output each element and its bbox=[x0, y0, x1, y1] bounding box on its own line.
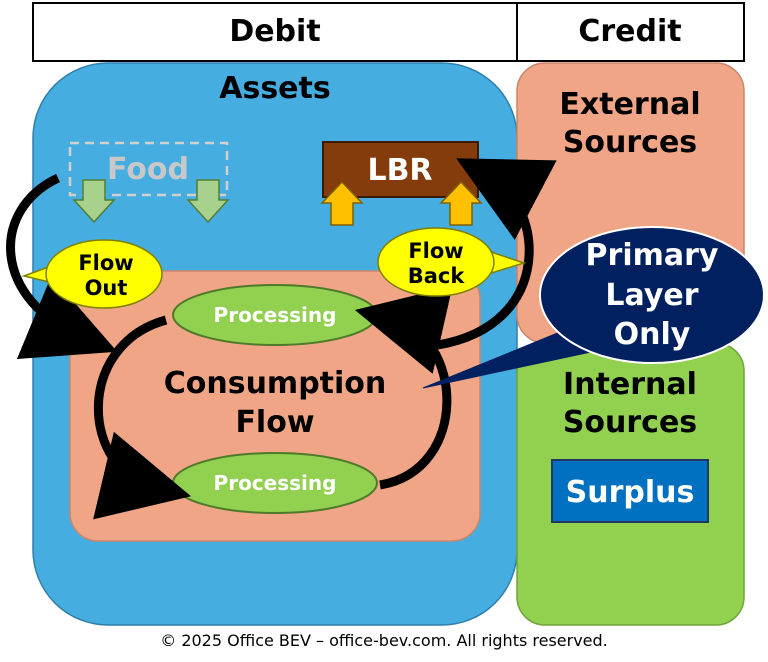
primary-layer-line2: Layer bbox=[605, 278, 698, 313]
flow-out-line2: Out bbox=[85, 276, 128, 300]
flow-back-line2: Back bbox=[408, 264, 466, 288]
debit-header bbox=[32, 2, 518, 62]
flow-out-callout bbox=[45, 239, 163, 309]
consumption-flow-line1: Consumption bbox=[164, 366, 387, 401]
flow-out-line1: Flow bbox=[78, 251, 133, 275]
credit-header bbox=[516, 2, 745, 62]
flow-out-curve-arrow bbox=[6, 173, 118, 359]
credit-label: Credit bbox=[578, 14, 681, 49]
external-sources-line2: Sources bbox=[563, 125, 697, 160]
processing-right-curve-arrow bbox=[354, 286, 453, 490]
primary-layer-line3: Only bbox=[614, 317, 691, 352]
internal-sources-line1: Internal bbox=[563, 367, 697, 402]
lbr-arrow-left bbox=[320, 180, 364, 226]
primary-layer-line1: Primary bbox=[586, 238, 719, 273]
external-sources-line1: External bbox=[559, 87, 700, 122]
surplus-box bbox=[551, 459, 709, 523]
lbr-label: LBR bbox=[367, 153, 432, 188]
processing-bottom-label: Processing bbox=[214, 471, 337, 495]
food-arrow-left bbox=[72, 179, 116, 224]
food-label: Food bbox=[107, 152, 189, 187]
internal-sources-line2: Sources bbox=[563, 405, 697, 440]
surplus-label: Surplus bbox=[566, 475, 695, 510]
debit-label: Debit bbox=[229, 14, 320, 49]
flow-back-callout bbox=[377, 227, 495, 297]
flow-back-curve-arrow bbox=[437, 158, 557, 350]
food-box bbox=[68, 141, 229, 197]
copyright-footer: © 2025 Office BEV – office-bev.com. All … bbox=[160, 631, 608, 650]
lbr-box bbox=[322, 141, 479, 198]
processing-left-curve-arrow bbox=[93, 315, 192, 520]
consumption-flow-line2: Flow bbox=[235, 405, 314, 440]
flow-back-line1: Flow bbox=[408, 239, 463, 263]
food-arrow-right bbox=[186, 179, 230, 224]
assets-title: Assets bbox=[219, 71, 330, 106]
primary-layer-callout bbox=[539, 226, 765, 364]
processing-top-label: Processing bbox=[214, 303, 337, 327]
